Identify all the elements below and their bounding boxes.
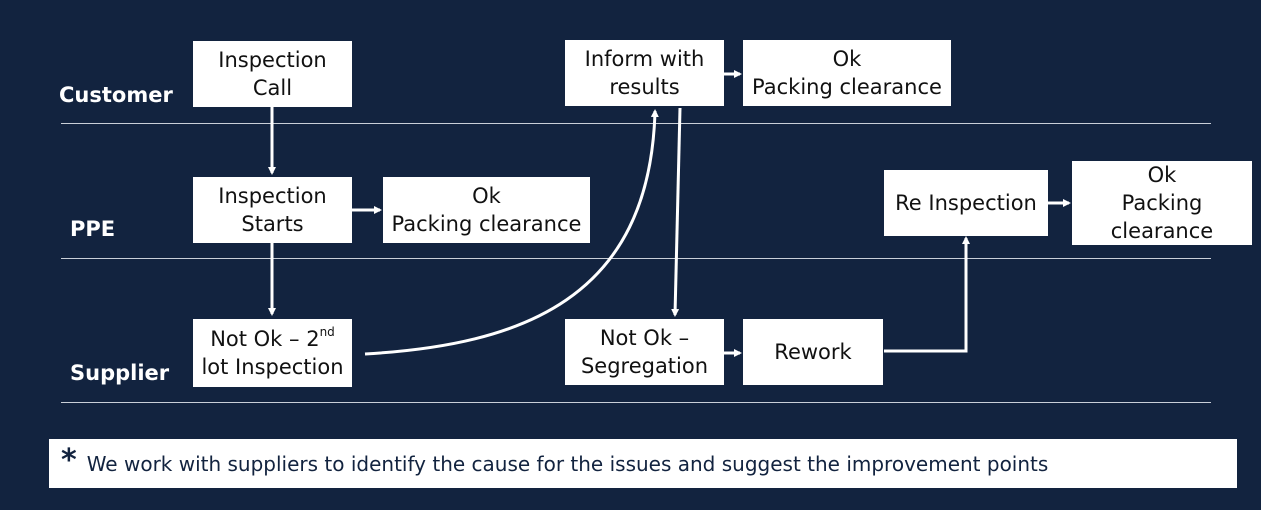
footnote-text: We work with suppliers to identify the c…: [86, 451, 1049, 476]
final-ok-line-2: Packing: [1121, 191, 1203, 215]
re-inspection-label: Re Inspection: [895, 191, 1037, 215]
footnote-box: * We work with suppliers to identify the…: [49, 439, 1237, 488]
customer-ok-packing-clearance-box: Ok Packing clearance: [743, 40, 951, 106]
not-ok-2nd-line-2: lot Inspection: [201, 355, 344, 379]
not-ok-2nd-superscript: nd: [319, 325, 335, 339]
inspection-call-line-2: Call: [252, 76, 293, 100]
not-ok-2nd-line-1: Not Ok – 2nd: [210, 325, 335, 353]
lane-label-supplier: Supplier: [70, 361, 170, 385]
lane-divider-customer-ppe: [61, 123, 1211, 124]
lane-label-ppe: PPE: [70, 217, 116, 241]
rework-box: Rework: [743, 319, 883, 385]
customer-ok-line-2: Packing clearance: [752, 75, 942, 99]
lane-divider-ppe-supplier: [61, 258, 1211, 259]
segregation-line-2: Segregation: [580, 354, 709, 378]
inform-with-results-box: Inform with results: [565, 40, 724, 106]
rework-label: Rework: [774, 340, 852, 364]
lane-label-customer: Customer: [59, 83, 173, 107]
inspection-starts-box: Inspection Starts: [193, 177, 352, 243]
lane-divider-bottom: [61, 402, 1211, 403]
customer-ok-line-1: Ok: [832, 47, 862, 71]
not-ok-2nd-prefix: Not Ok – 2: [210, 327, 320, 351]
inform-results-line-1: Inform with: [584, 47, 705, 71]
arrow-rework-to-reinspection: [884, 236, 970, 353]
segregation-line-1: Not Ok –: [599, 326, 690, 350]
ppe-ok-packing-clearance-box: Ok Packing clearance: [383, 177, 590, 243]
inspection-call-box: Inspection Call: [193, 41, 352, 107]
not-ok-segregation-box: Not Ok – Segregation: [565, 319, 724, 385]
ppe-ok-line-1: Ok: [472, 184, 501, 208]
inspection-call-line-1: Inspection: [218, 48, 327, 72]
final-ok-line-1: Ok: [1147, 163, 1177, 187]
inspection-starts-line-2: Starts: [241, 212, 304, 236]
inform-results-line-2: results: [609, 75, 680, 99]
ppe-ok-line-2: Packing clearance: [391, 212, 582, 236]
footnote-asterisk: *: [61, 443, 77, 478]
final-ok-packing-clearance-box: Ok Packing clearance: [1072, 161, 1252, 245]
final-ok-line-3: clearance: [1110, 219, 1214, 243]
inspection-starts-line-1: Inspection: [218, 184, 327, 208]
arrow-notok-to-inform: [364, 109, 659, 356]
re-inspection-box: Re Inspection: [884, 170, 1048, 236]
not-ok-2nd-lot-inspection-box: Not Ok – 2nd lot Inspection: [193, 319, 352, 387]
arrow-inform-to-segregation: [671, 107, 682, 317]
